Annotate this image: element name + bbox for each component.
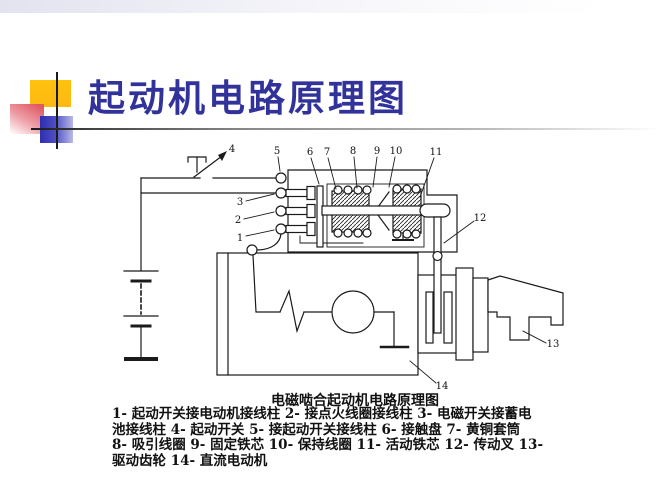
legend-line-3: 8- 吸引线圈 9- 固定铁芯 10- 保持线圈 11- 活动铁芯 12- 传动… [112, 437, 544, 453]
deco-square-yellow [30, 80, 71, 107]
armature-circle [331, 290, 375, 334]
fork-pivot [432, 250, 443, 262]
battery-symbol [123, 177, 159, 361]
label-5: 5 [274, 146, 280, 157]
starter-switch [187, 151, 227, 178]
title-underline [31, 128, 660, 130]
legend-line-4: 驱动齿轮 14- 直流电动机 [112, 452, 268, 469]
supply-wires [140, 177, 277, 194]
figure-caption: 电磁啮合起动机电路原理图 [271, 393, 439, 409]
slide-title: 起动机电路原理图 [88, 76, 408, 120]
label-3: 3 [237, 197, 243, 208]
solenoid-switch [275, 169, 458, 253]
plunger-end [419, 203, 451, 218]
figure-legend: 1- 起动开关接电动机接线柱 2- 接点火线圈接线柱 3- 电磁开关接蓄电 池接… [112, 406, 572, 469]
pinion-housing [487, 275, 564, 341]
dc-motor [216, 233, 419, 376]
drive-assembly [417, 267, 564, 361]
label-12: 12 [474, 213, 487, 224]
label-2: 2 [235, 215, 241, 226]
label-9: 9 [374, 146, 380, 157]
motor-terminal [246, 244, 258, 256]
label-11: 11 [430, 147, 443, 158]
switch-arrowhead [218, 151, 227, 161]
deco-vertical-line [56, 72, 58, 149]
field-winding-zigzag [279, 288, 305, 334]
part-labels: 1 2 3 4 5 6 7 8 9 10 11 12 13 14 [229, 144, 560, 392]
label-4: 4 [229, 144, 235, 155]
legend-line-1: 1- 起动开关接电动机接线柱 2- 接点火线圈接线柱 3- 电磁开关接蓄电 [112, 406, 532, 422]
label-6: 6 [307, 147, 313, 158]
plunger-shaft [321, 205, 423, 216]
terminal-1 [275, 223, 287, 235]
label-13: 13 [547, 339, 560, 350]
contact-disc [316, 185, 324, 248]
label-10: 10 [390, 146, 403, 157]
label-7: 7 [324, 147, 330, 158]
shift-fork [432, 216, 443, 334]
legend-line-2: 池接线柱 4- 起动开关 5- 接起动开关接线柱 6- 接触盘 7- 黄铜套筒 [112, 421, 521, 438]
terminal-5 [275, 172, 287, 184]
label-14: 14 [436, 381, 449, 392]
label-1: 1 [237, 233, 243, 244]
terminal-3 [275, 187, 287, 199]
label-8: 8 [350, 146, 356, 157]
top-gradient-band [0, 0, 667, 13]
terminal-2 [275, 205, 287, 217]
label-leaders [243, 156, 547, 384]
